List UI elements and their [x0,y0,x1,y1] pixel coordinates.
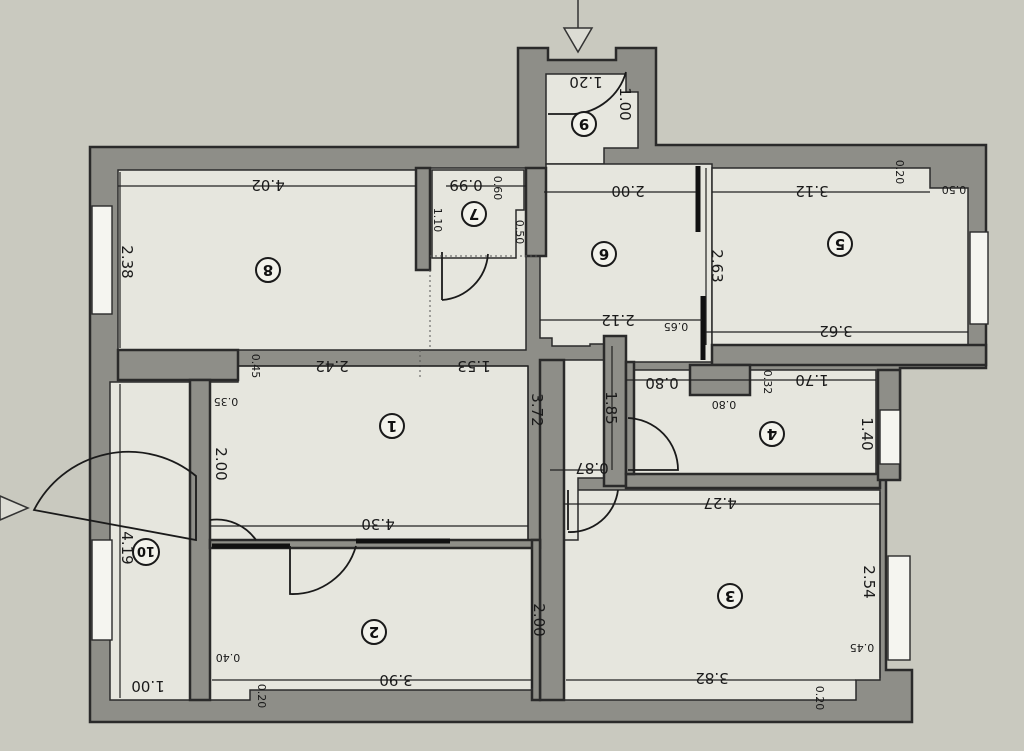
room-9-label: 9 [579,115,589,133]
dim-1-40: 1.40 [858,417,876,450]
room-1-floor [209,365,529,541]
dim-4-30: 4.30 [361,515,394,533]
room-4-label: 4 [767,425,777,443]
dim-0-45-a: 0.45 [249,354,262,379]
dim-3-12: 3.12 [795,182,828,200]
window-room-5 [969,231,989,325]
window-room-3 [887,555,911,661]
room-7-marker: 7 [461,201,487,227]
dim-1-85: 1.85 [602,391,620,424]
dim-3-62: 3.62 [819,322,852,340]
dim-0-20-b: 0.20 [255,684,268,709]
room-1-label: 1 [387,417,397,435]
dim-0-20-a: 0.20 [893,160,906,185]
dim-3-72: 3.72 [528,393,546,426]
dim-4-02: 4.02 [251,176,284,194]
dim-2-00-a: 2.00 [611,182,644,200]
room-1-marker: 1 [379,413,405,439]
room-7-label: 7 [469,205,479,223]
dim-0-80-a: 0.80 [645,374,678,392]
entrance-arrow-left [0,495,30,521]
dim-0-60: 0.60 [491,176,504,201]
window-room-8 [91,205,113,315]
dim-1-53: 1.53 [457,357,490,375]
dim-3-90: 3.90 [379,671,412,689]
dim-1-00-a: 1.00 [616,87,634,120]
room-2-marker: 2 [361,619,387,645]
room-10-label: 10 [137,543,155,558]
dim-0-99: 0.99 [449,176,482,194]
room-2-label: 2 [369,623,379,641]
dimension-labels: 4.02 2.38 0.99 0.60 1.10 0.50 1.20 1.00 … [118,73,966,710]
dim-2-00-c: 2.00 [530,603,548,636]
dim-1-10: 1.10 [431,208,444,233]
dim-2-00-b: 2.00 [212,447,230,480]
dim-0-65: 0.65 [664,320,689,333]
room-6-marker: 6 [591,241,617,267]
room-markers: 1 2 3 4 5 6 7 8 [132,111,853,645]
dim-4-27: 4.27 [703,494,736,512]
dim-2-12: 2.12 [601,311,634,329]
dim-2-54: 2.54 [860,565,878,598]
dim-0-35: 0.35 [214,395,239,408]
room-3-marker: 3 [717,583,743,609]
dim-0-20-c: 0.20 [813,686,826,711]
room-5-marker: 5 [827,231,853,257]
room-3-label: 3 [725,587,735,605]
door-swings [32,71,679,595]
dim-0-87: 0.87 [575,459,608,477]
dim-0-32: 0.32 [761,370,774,395]
dimension-lines [118,168,968,698]
room-5-label: 5 [835,235,845,253]
room-8-label: 8 [263,261,273,279]
window-room-10 [91,539,113,641]
dim-0-50-a: 0.50 [513,220,526,245]
internal-walls [116,166,988,702]
dim-2-38: 2.38 [118,245,136,278]
dim-4-19: 4.19 [118,531,136,564]
dim-0-40: 0.40 [216,651,241,664]
dim-2-42: 2.42 [315,357,348,375]
dim-2-63: 2.63 [708,249,726,282]
dim-1-70: 1.70 [795,371,828,389]
room-8-marker: 8 [255,257,281,283]
window-room-4 [879,409,901,465]
dim-1-00-b: 1.00 [131,677,164,695]
room-9-marker: 9 [571,111,597,137]
dim-0-50-b: 0.50 [942,183,967,196]
dim-0-45-b: 0.45 [850,641,875,654]
dim-0-80-b: 0.80 [712,398,737,411]
dotted-guides [419,255,540,380]
dim-1-20: 1.20 [569,73,602,91]
room-10-marker: 10 [132,538,160,566]
room-6-label: 6 [599,245,609,263]
entrance-arrow-top [562,0,594,54]
dim-3-82: 3.82 [695,669,728,687]
room-4-marker: 4 [759,421,785,447]
